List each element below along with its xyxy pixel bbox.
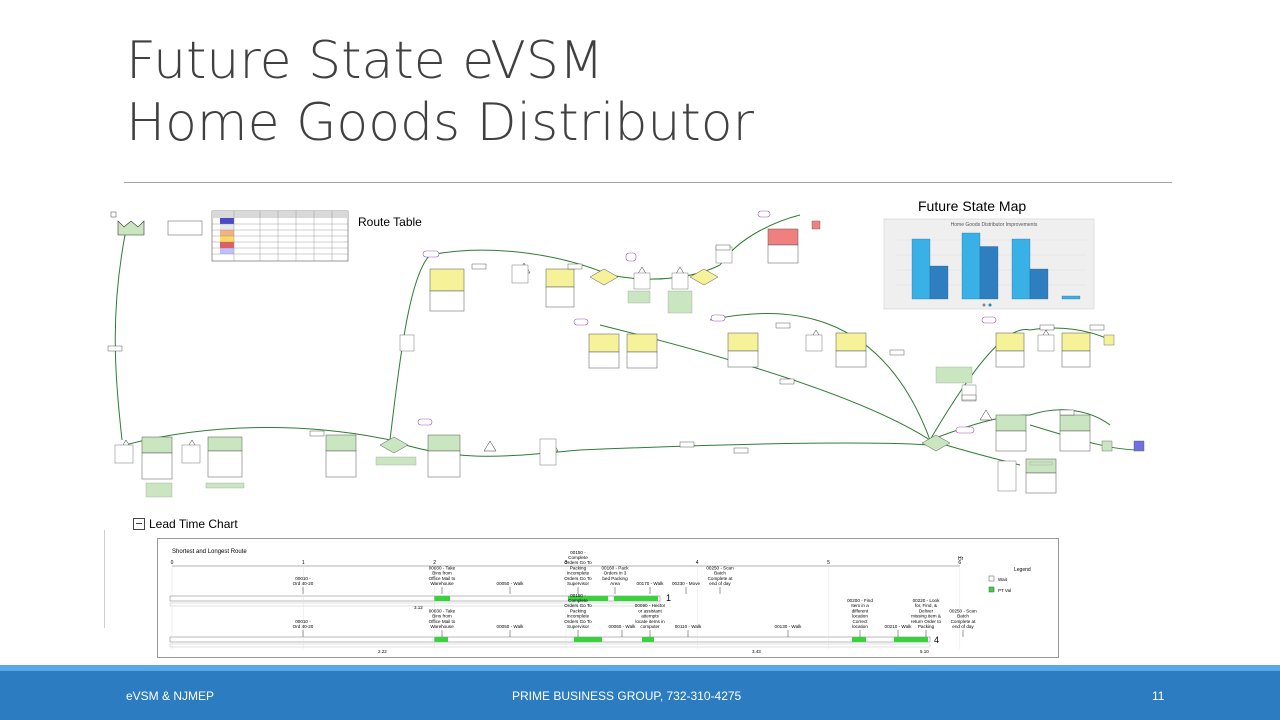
route-table	[211, 210, 349, 262]
route-tags	[417, 210, 997, 434]
axis-tick-label: 1	[302, 560, 305, 566]
route-marker: 1	[666, 593, 671, 603]
footer-center: PRIME BUSINESS GROUP, 732-310-4275	[512, 689, 742, 703]
improvement-bar	[911, 238, 931, 300]
title-line-2: Home Goods Distributor	[126, 93, 754, 153]
axis-tick-label: 0	[171, 560, 174, 566]
green-process-boxes	[141, 414, 1091, 494]
supplier-icon	[110, 211, 203, 236]
axis-tick-label: 2	[433, 560, 436, 566]
future-state-chart-title: Home Goods Distributor Improvements	[950, 222, 1038, 228]
axis-tick-label: 3	[565, 560, 568, 566]
improvement-bar	[961, 232, 981, 300]
route-total: 2.22	[378, 649, 387, 654]
improvement-bar	[979, 246, 999, 300]
legend-item: PT Val	[998, 588, 1011, 593]
decision-diamonds	[379, 268, 951, 454]
improvement-bar	[1061, 295, 1081, 300]
step-label: 00210 - Walk	[885, 624, 913, 629]
vsm-drawing	[107, 210, 1145, 498]
axis-ticks: 0 1 2 3 4 5 6Hr	[171, 556, 964, 649]
process-boxes	[429, 228, 1091, 369]
title-divider	[124, 182, 1172, 183]
route-total: 3.12	[414, 605, 423, 610]
step-label: 00230 - Move	[672, 581, 701, 586]
lead-time-subtitle: Shortest and Longest Route	[172, 549, 247, 555]
axis-unit: Hr	[958, 556, 964, 562]
lead-time-title: Lead Time Chart	[149, 517, 238, 531]
improvement-bar	[929, 265, 949, 300]
step-label: 00170 - Walk	[637, 581, 665, 586]
step-label: 00050 - Walk	[497, 581, 525, 586]
axis-tick-label: 5	[827, 560, 830, 566]
improvement-bars	[911, 232, 1081, 300]
route-total: 3.43	[752, 649, 761, 654]
footer-bar: eVSM & NJMEP PRIME BUSINESS GROUP, 732-3…	[0, 665, 1280, 720]
route-marker: 4	[934, 635, 939, 645]
legend-title: Legend	[1014, 567, 1031, 573]
slide-title: Future State eVSM Home Goods Distributor	[126, 30, 1126, 154]
route-totals: 3.12 2.22 3.43 5.10	[378, 605, 929, 654]
route-markers: 14	[666, 593, 939, 645]
step-label: 00010 -Ord 40-20	[293, 576, 314, 586]
step-label: 00010 -Ord 40-20	[293, 619, 314, 629]
axis-tick-label: 4	[696, 560, 699, 566]
data-tables	[114, 220, 1145, 492]
improvement-bar	[1029, 268, 1049, 300]
footer-left: eVSM & NJMEP	[126, 689, 215, 703]
future-state-chart	[883, 218, 1095, 310]
axis-tick-label: 6	[958, 560, 961, 566]
timeline-tags	[107, 244, 1105, 454]
step-label: 00060 - Walk	[609, 624, 637, 629]
step-label: 00130 - Walk	[775, 624, 803, 629]
step-label: 00050 - Walk	[497, 624, 525, 629]
collapse-icon[interactable]	[133, 518, 145, 530]
route-total: 5.10	[920, 649, 929, 654]
future-state-map-label: Future State Map	[918, 198, 1027, 214]
green-notes	[145, 290, 1053, 498]
legend-item: Wait	[998, 577, 1008, 582]
step-label: 00110 - Walk	[675, 624, 702, 629]
route-table-label: Route Table	[358, 215, 422, 229]
improvement-bar	[1011, 238, 1031, 300]
page-number: 11	[1152, 689, 1165, 703]
vsm-diagram: Route Table Future State Map Home Goods …	[100, 195, 1180, 515]
divider-line	[104, 530, 105, 628]
title-line-1: Future State eVSM	[126, 31, 604, 91]
